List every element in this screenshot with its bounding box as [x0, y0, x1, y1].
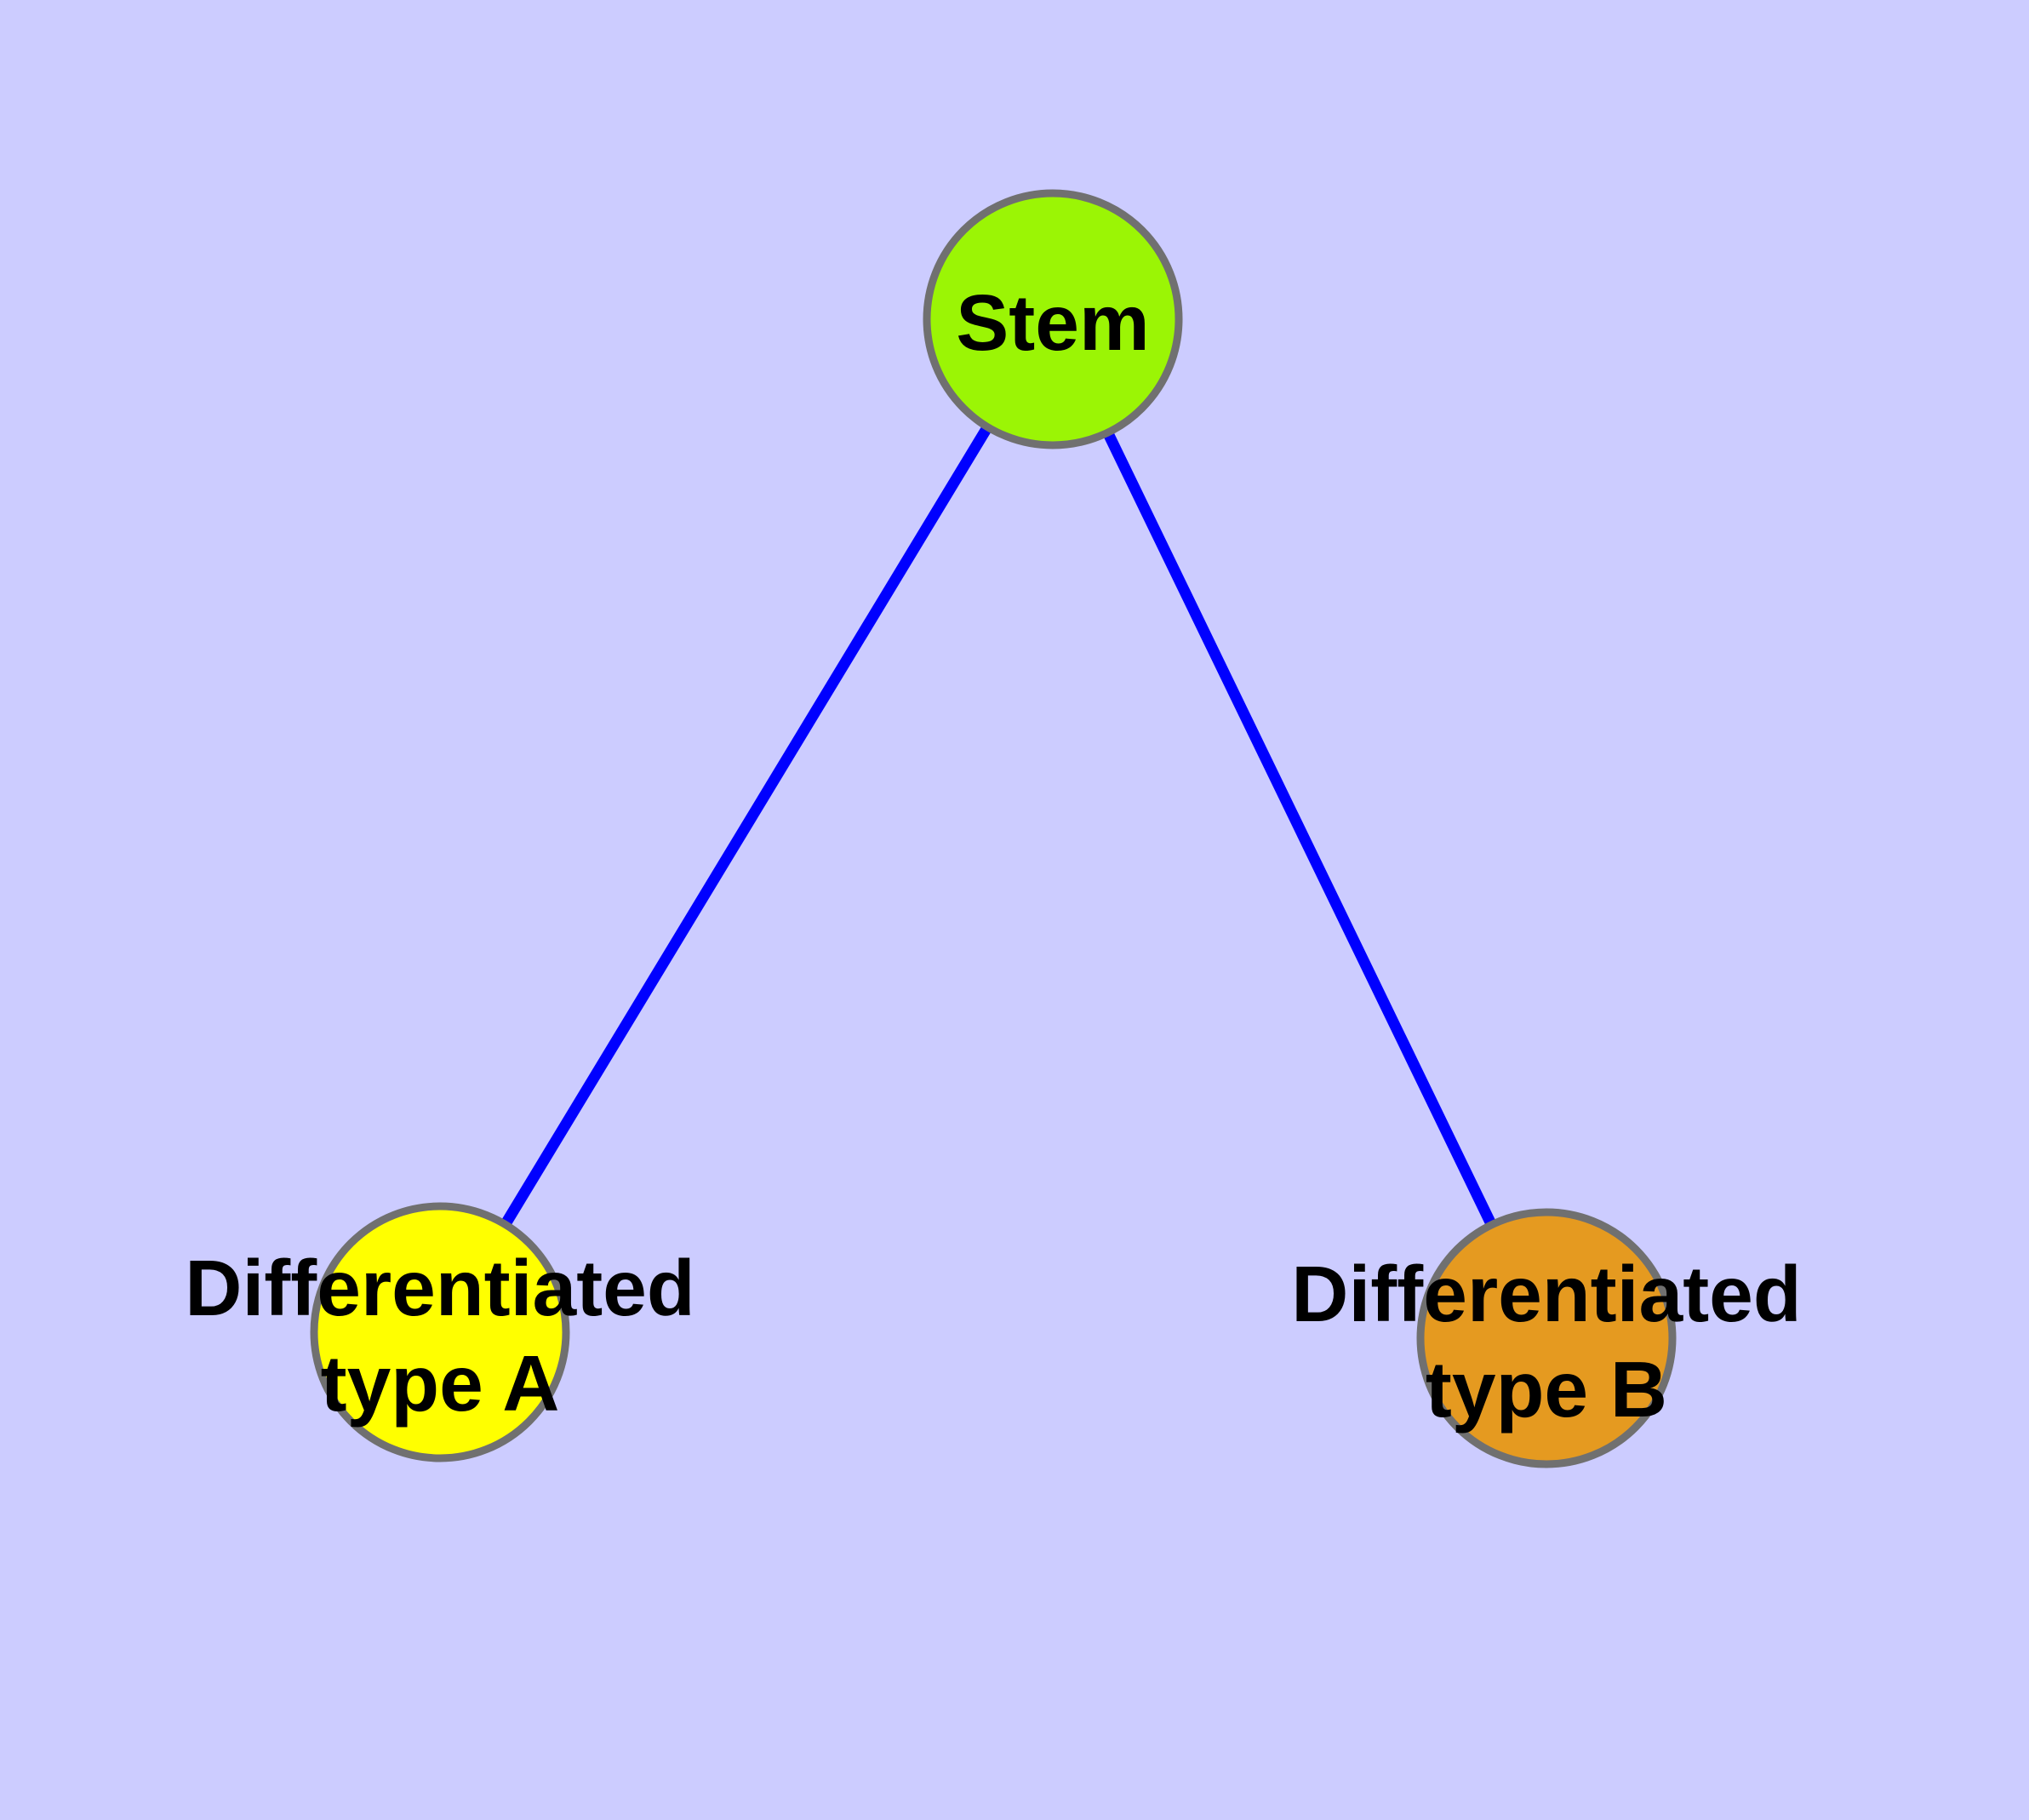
node-stem-label-line: Stem	[956, 278, 1149, 367]
node-differentiated-type-a-circle	[310, 1202, 570, 1462]
edge-stem-differentiated-type-b	[1048, 317, 1552, 1341]
node-differentiated-type-a-label-line: type A	[321, 1339, 560, 1428]
node-differentiated-type-a-label-line: Differentiated	[185, 1244, 694, 1332]
node-stem-circle	[923, 189, 1183, 449]
node-stem-label: Stem	[956, 278, 1149, 367]
node-differentiated-type-b-circle	[1416, 1208, 1677, 1468]
node-differentiated-type-b-label-line: Differentiated	[1291, 1250, 1801, 1338]
node-differentiated-type-b-label-line: type B	[1426, 1345, 1667, 1434]
edge-stem-differentiated-type-a	[435, 316, 1058, 1336]
